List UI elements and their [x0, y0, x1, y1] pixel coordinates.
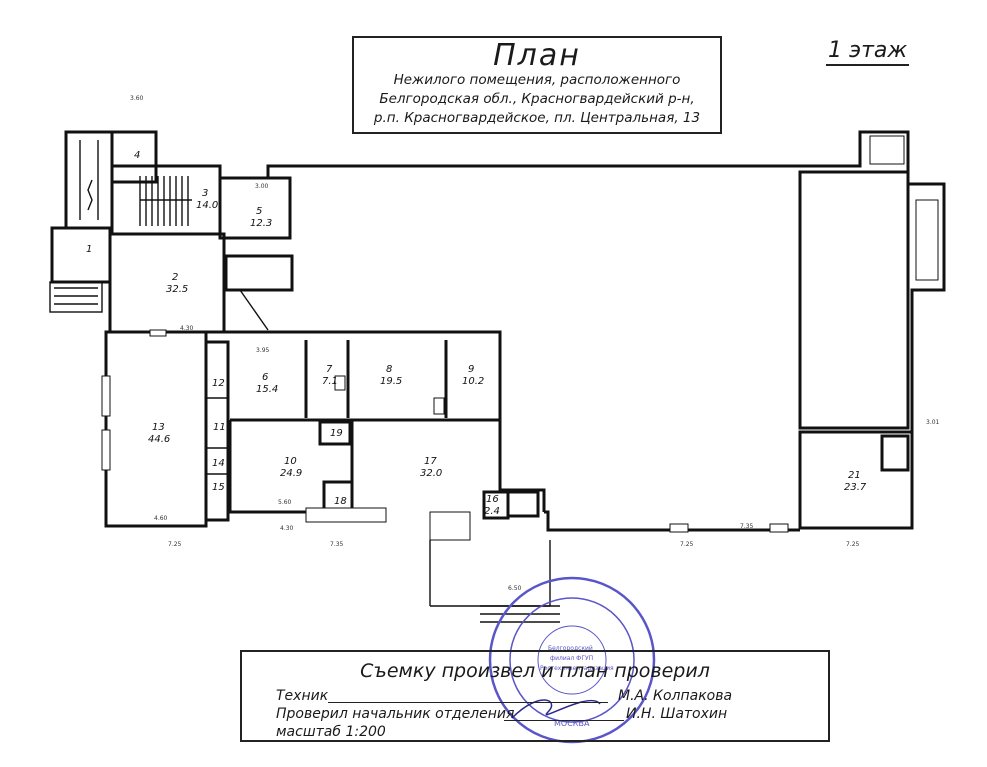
dim-3: 3.00: [255, 183, 269, 190]
bottom-outline: [429, 510, 800, 623]
room-labels: 1 4 2 32.5 3 14.0 5 12.3 6 15.4 7 7.1 8 …: [86, 150, 867, 517]
room-1-num: 1: [86, 244, 92, 255]
room-3-area: 14.0: [196, 200, 218, 211]
room-17-area: 32.0: [420, 468, 442, 479]
chief-line: [504, 720, 624, 721]
room-4-num: 4: [134, 150, 140, 161]
room-17-num: 17: [424, 456, 437, 467]
room-13-area: 44.6: [148, 434, 170, 445]
dim-9: 7.35: [740, 523, 754, 530]
room-21-area: 23.7: [844, 482, 867, 493]
dim-2: 4.30: [180, 325, 194, 332]
dim-7: 7.35: [330, 541, 344, 548]
room-15-num: 15: [212, 482, 225, 493]
dim-11: 3.95: [256, 347, 270, 354]
dim-10: 6.50: [508, 585, 522, 592]
rooms-10-17: [228, 420, 546, 541]
room-7-area: 7.1: [322, 376, 338, 387]
subtitle-line-2: Белгородская обл., Красногвардейский р-н…: [379, 91, 695, 107]
service-block: [224, 254, 294, 292]
dim-1: 3.60: [130, 95, 144, 102]
stamp-line-3: Ростехинвентаризация: [540, 665, 614, 672]
subtitle-line-3: р.п. Красногвардейское, пл. Центральная,…: [373, 110, 701, 126]
chief-name: И.Н. Шатохин: [626, 706, 728, 722]
room-5-area: 12.3: [250, 218, 272, 229]
technician-label: Техник: [276, 688, 329, 704]
room-6-num: 6: [262, 372, 268, 383]
signature-block: Съемку произвел и план проверил Техник М…: [240, 650, 830, 742]
room-8-area: 19.5: [380, 376, 402, 387]
room-11-num: 11: [213, 422, 226, 433]
dim-14: 3.01: [926, 419, 940, 426]
room-13-num: 13: [152, 422, 165, 433]
room-9-num: 9: [468, 364, 474, 375]
room-21-niche: [880, 434, 910, 472]
technician-line: [328, 702, 608, 703]
dim-4: 7.25: [168, 541, 182, 548]
room-8-num: 8: [386, 364, 392, 375]
room-16-area: 2.4: [484, 506, 500, 517]
dim-13: 7.25: [846, 541, 860, 548]
corridor-column: [204, 340, 230, 522]
stamp-line-2: филиал ФГУП: [550, 655, 593, 662]
floor-label: 1 этаж: [826, 38, 910, 66]
room-7-num: 7: [326, 364, 333, 375]
room-3-num: 3: [202, 188, 208, 199]
dim-8: 7.25: [680, 541, 694, 548]
stamp: Белгородский филиал ФГУП Ростехинвентари…: [488, 576, 656, 744]
stamp-line-1: Белгородский: [548, 645, 593, 652]
subtitle-line-1: Нежилого помещения, расположенного: [393, 72, 681, 88]
signature-heading: Съемку произвел и план проверил: [360, 660, 710, 682]
stamp-bottom: МОСКВА: [554, 719, 590, 728]
technician-name: М.А. Колпакова: [618, 688, 733, 704]
room-2-num: 2: [172, 272, 178, 283]
dim-6: 4.30: [280, 525, 294, 532]
chief-label: Проверил начальник отделения: [276, 706, 515, 722]
room-12-num: 12: [212, 378, 225, 389]
dimension-labels: 3.60 4.30 3.00 7.25 4.60 4.30 7.35 7.25 …: [130, 95, 940, 592]
title-block: План Нежилого помещения, расположенного …: [352, 36, 722, 134]
room-10-num: 10: [284, 456, 297, 467]
dim-12: 5.60: [278, 499, 292, 506]
room-18-num: 18: [334, 496, 347, 507]
room-2-area: 32.5: [166, 284, 188, 295]
room-14-num: 14: [212, 458, 225, 469]
room-10-area: 24.9: [280, 468, 302, 479]
room-9-area: 10.2: [462, 376, 484, 387]
signature-scribble: [511, 699, 601, 719]
room-19-num: 19: [330, 428, 343, 439]
main-hall: [239, 130, 946, 528]
scale-label: масштаб 1:200: [276, 724, 386, 740]
room-21-outline: [798, 430, 914, 530]
room-21-num: 21: [848, 470, 861, 481]
room-2-outline: [108, 232, 226, 334]
room-5-num: 5: [256, 206, 262, 217]
rooms-row-6-9: [206, 330, 502, 422]
dim-5: 4.60: [154, 515, 168, 522]
room-6-area: 15.4: [256, 384, 278, 395]
plan-title: План: [493, 38, 581, 73]
room-16-num: 16: [486, 494, 499, 505]
